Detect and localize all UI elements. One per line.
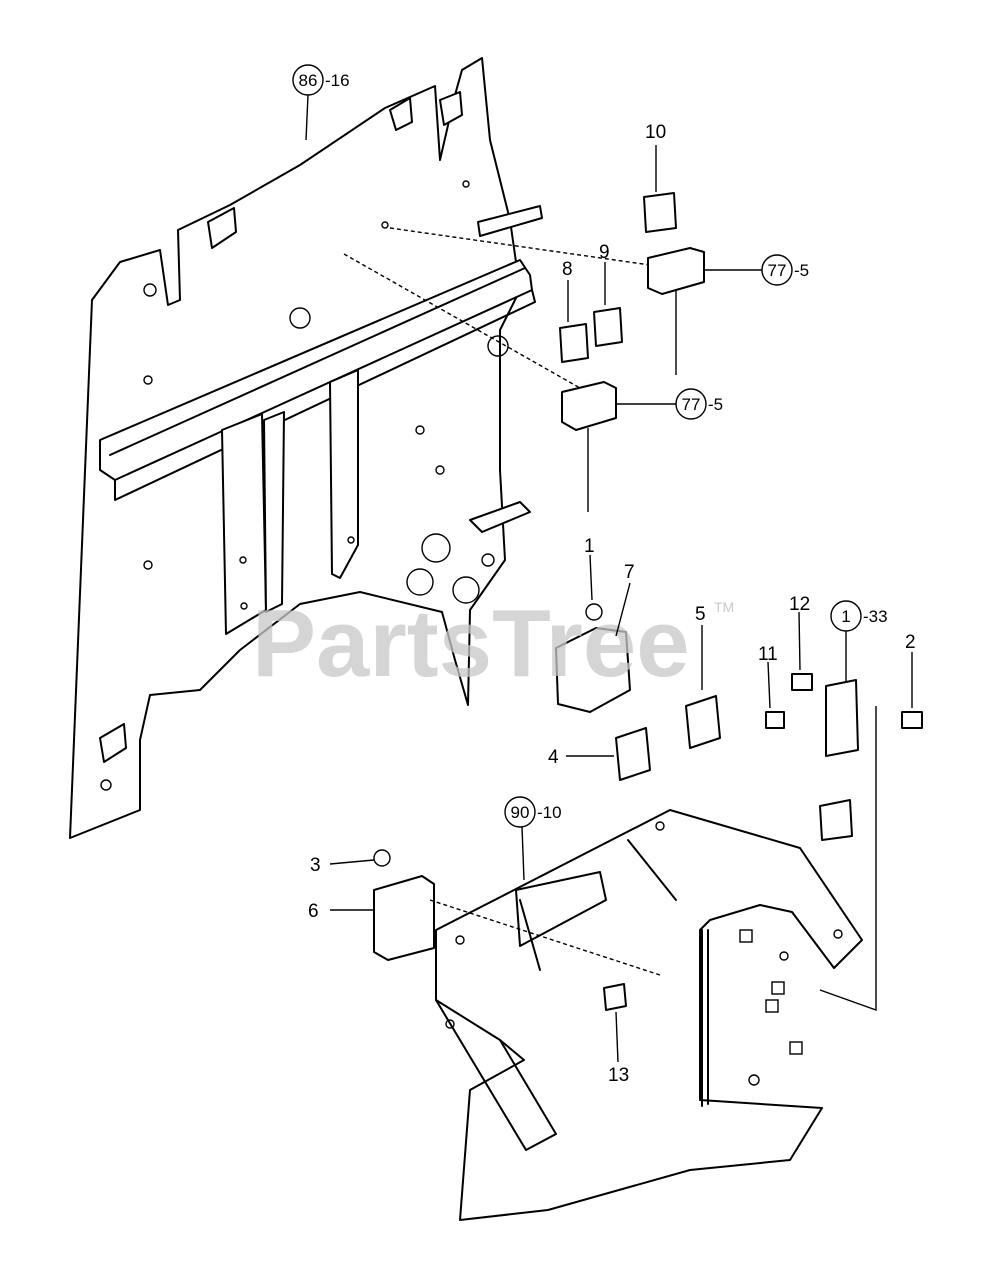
lower-bracket (373, 809, 863, 1221)
label-6: 6 (308, 901, 319, 922)
label-2: 2 (905, 632, 916, 653)
relay-group-middle (555, 603, 923, 1011)
label-9: 9 (599, 242, 610, 263)
relay-9 (593, 307, 623, 347)
callout-labels: 10 8 9 1 7 5 11 12 2 4 3 6 13 (308, 122, 916, 1086)
relay-5 (685, 695, 721, 749)
label-12: 12 (789, 594, 810, 615)
nut-2 (901, 711, 923, 729)
ref-86-circle: 86 (299, 71, 318, 90)
flasher-unit (825, 679, 859, 757)
label-13: 13 (608, 1065, 629, 1086)
relay-8 (559, 323, 589, 363)
ref-77-lower-circle: 77 (682, 395, 701, 414)
ref-77-upper-circle: 77 (768, 261, 787, 280)
relay-6 (373, 875, 435, 961)
upper-panel (69, 57, 651, 839)
label-1: 1 (584, 536, 595, 557)
relay-4 (615, 727, 651, 781)
ref-1-circle: 1 (841, 607, 850, 626)
relay-large (555, 627, 631, 713)
relay-10 (643, 192, 677, 233)
connector (819, 799, 853, 841)
label-11: 11 (758, 644, 778, 665)
bolt-13 (603, 983, 627, 1011)
label-4: 4 (548, 747, 559, 768)
bolt-12 (791, 673, 813, 691)
trademark: TM (714, 599, 734, 615)
relay-socket-lower (561, 381, 617, 431)
label-10: 10 (645, 122, 666, 143)
reference-callouts: 86 -16 77 -5 77 -5 1 -33 90 -10 (292, 64, 888, 881)
ref-77-upper-suffix: -5 (794, 261, 809, 280)
ref-90-circle: 90 (511, 803, 530, 822)
relay-socket-upper (647, 247, 705, 295)
watermark: PartsTree (252, 590, 690, 697)
label-7: 7 (624, 562, 635, 583)
nut-3 (373, 849, 391, 867)
relay-group-upper (559, 192, 705, 512)
nut-1 (585, 603, 603, 621)
ref-77-lower-suffix: -5 (708, 395, 723, 414)
label-8: 8 (562, 259, 573, 280)
ref-90-suffix: -10 (537, 803, 562, 822)
bolt-11 (765, 711, 785, 729)
ref-1-suffix: -33 (863, 607, 888, 626)
ref-86-suffix: -16 (325, 71, 350, 90)
label-3: 3 (310, 855, 321, 876)
label-5: 5 (695, 604, 706, 625)
